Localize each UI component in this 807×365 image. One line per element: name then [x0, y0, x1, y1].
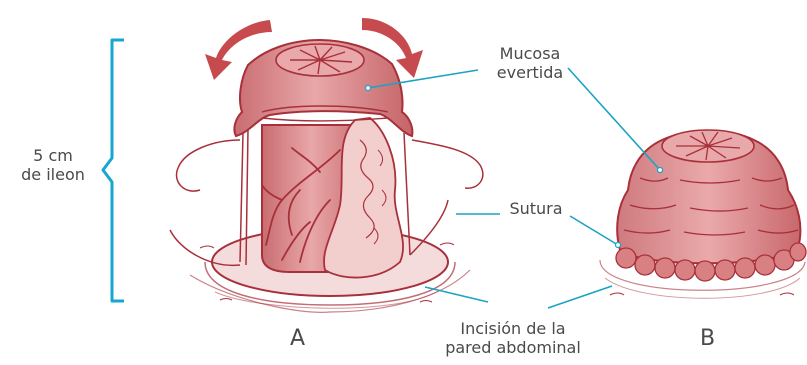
leader-mucosa-b — [568, 68, 660, 170]
leader-incision-b — [548, 286, 612, 308]
ileon-length-bracket — [103, 40, 124, 301]
leader-incision-a — [425, 287, 488, 302]
incision-label: Incisión de la pared abdominal — [428, 319, 598, 357]
ileon-length-label: 5 cm de ileon — [8, 146, 98, 184]
panel-a-illustration — [170, 18, 483, 312]
leader-sutura-b — [570, 216, 618, 245]
mucosa-evertida-label: Mucosa evertida — [470, 44, 590, 82]
panel-b-label: B — [700, 327, 715, 351]
sutura-label: Sutura — [496, 199, 576, 218]
panel-b-illustration — [600, 130, 806, 298]
panel-a-label: A — [290, 327, 305, 351]
